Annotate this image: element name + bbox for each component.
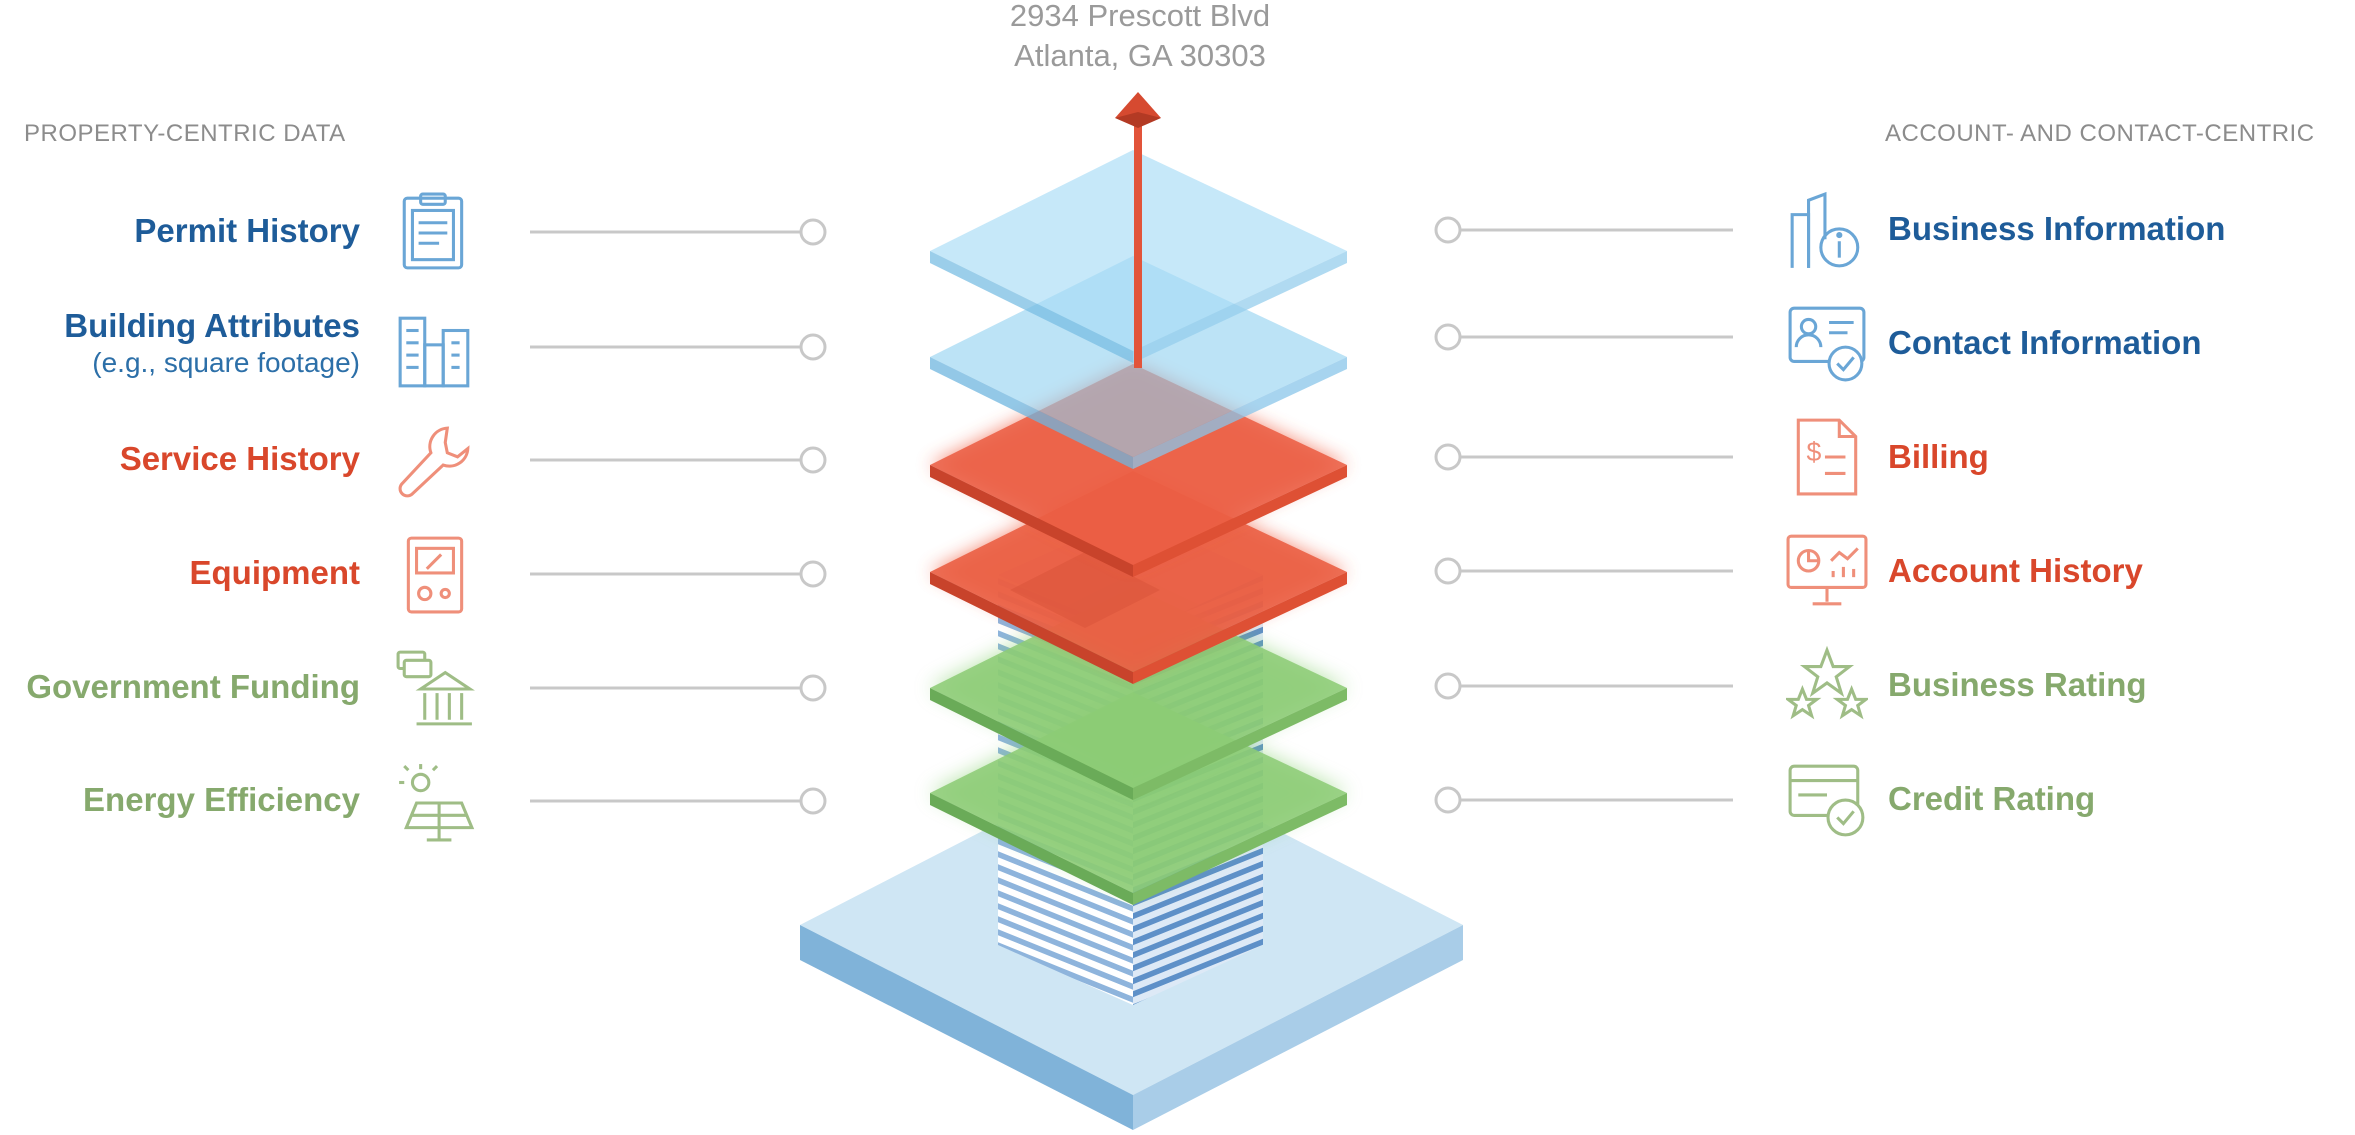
solar-panel-icon — [399, 764, 475, 842]
label-service-history: Service History — [119, 440, 360, 477]
label-business-rating: Business Rating — [1888, 666, 2147, 703]
clipboard-icon — [402, 192, 464, 270]
section-header-right: ACCOUNT- AND CONTACT-CENTRIC — [1885, 120, 2315, 147]
label-building-attributes-note: (e.g., square footage) — [92, 347, 360, 378]
left-connectors — [530, 218, 827, 815]
address-line-1: 2934 Prescott Blvd — [1009, 0, 1271, 33]
control-panel-icon — [406, 536, 464, 614]
address-pointer — [1115, 92, 1161, 368]
section-header-left: PROPERTY-CENTRIC DATA — [24, 120, 346, 147]
credit-card-check-icon — [1788, 764, 1865, 837]
label-equipment: Equipment — [189, 554, 361, 591]
label-permit-history: Permit History — [134, 212, 360, 249]
buildings-icon — [398, 316, 470, 388]
address-line-2: Atlanta, GA 30303 — [1014, 38, 1266, 73]
label-building-attributes: Building Attributes (e.g., square footag… — [64, 306, 360, 380]
wrench-icon — [398, 426, 470, 498]
business-info-icon — [1790, 191, 1860, 268]
right-connectors — [1434, 216, 1733, 814]
label-energy-efficiency: Energy Efficiency — [83, 781, 360, 818]
label-account-history: Account History — [1888, 552, 2143, 589]
label-government-funding: Government Funding — [26, 668, 360, 705]
label-credit-rating: Credit Rating — [1888, 780, 2096, 817]
invoice-icon: $ — [1796, 418, 1858, 496]
green-layer-1 — [930, 587, 1347, 800]
label-billing: Billing — [1888, 438, 1989, 475]
contact-card-icon — [1788, 306, 1866, 382]
monitor-chart-icon — [1786, 534, 1868, 606]
stars-icon — [1786, 645, 1868, 720]
government-building-icon — [396, 650, 475, 726]
svg-text:$: $ — [1807, 437, 1822, 467]
label-contact-information: Contact Information — [1888, 324, 2202, 361]
label-business-information: Business Information — [1888, 210, 2226, 247]
label-building-attributes-title: Building Attributes — [64, 307, 360, 344]
